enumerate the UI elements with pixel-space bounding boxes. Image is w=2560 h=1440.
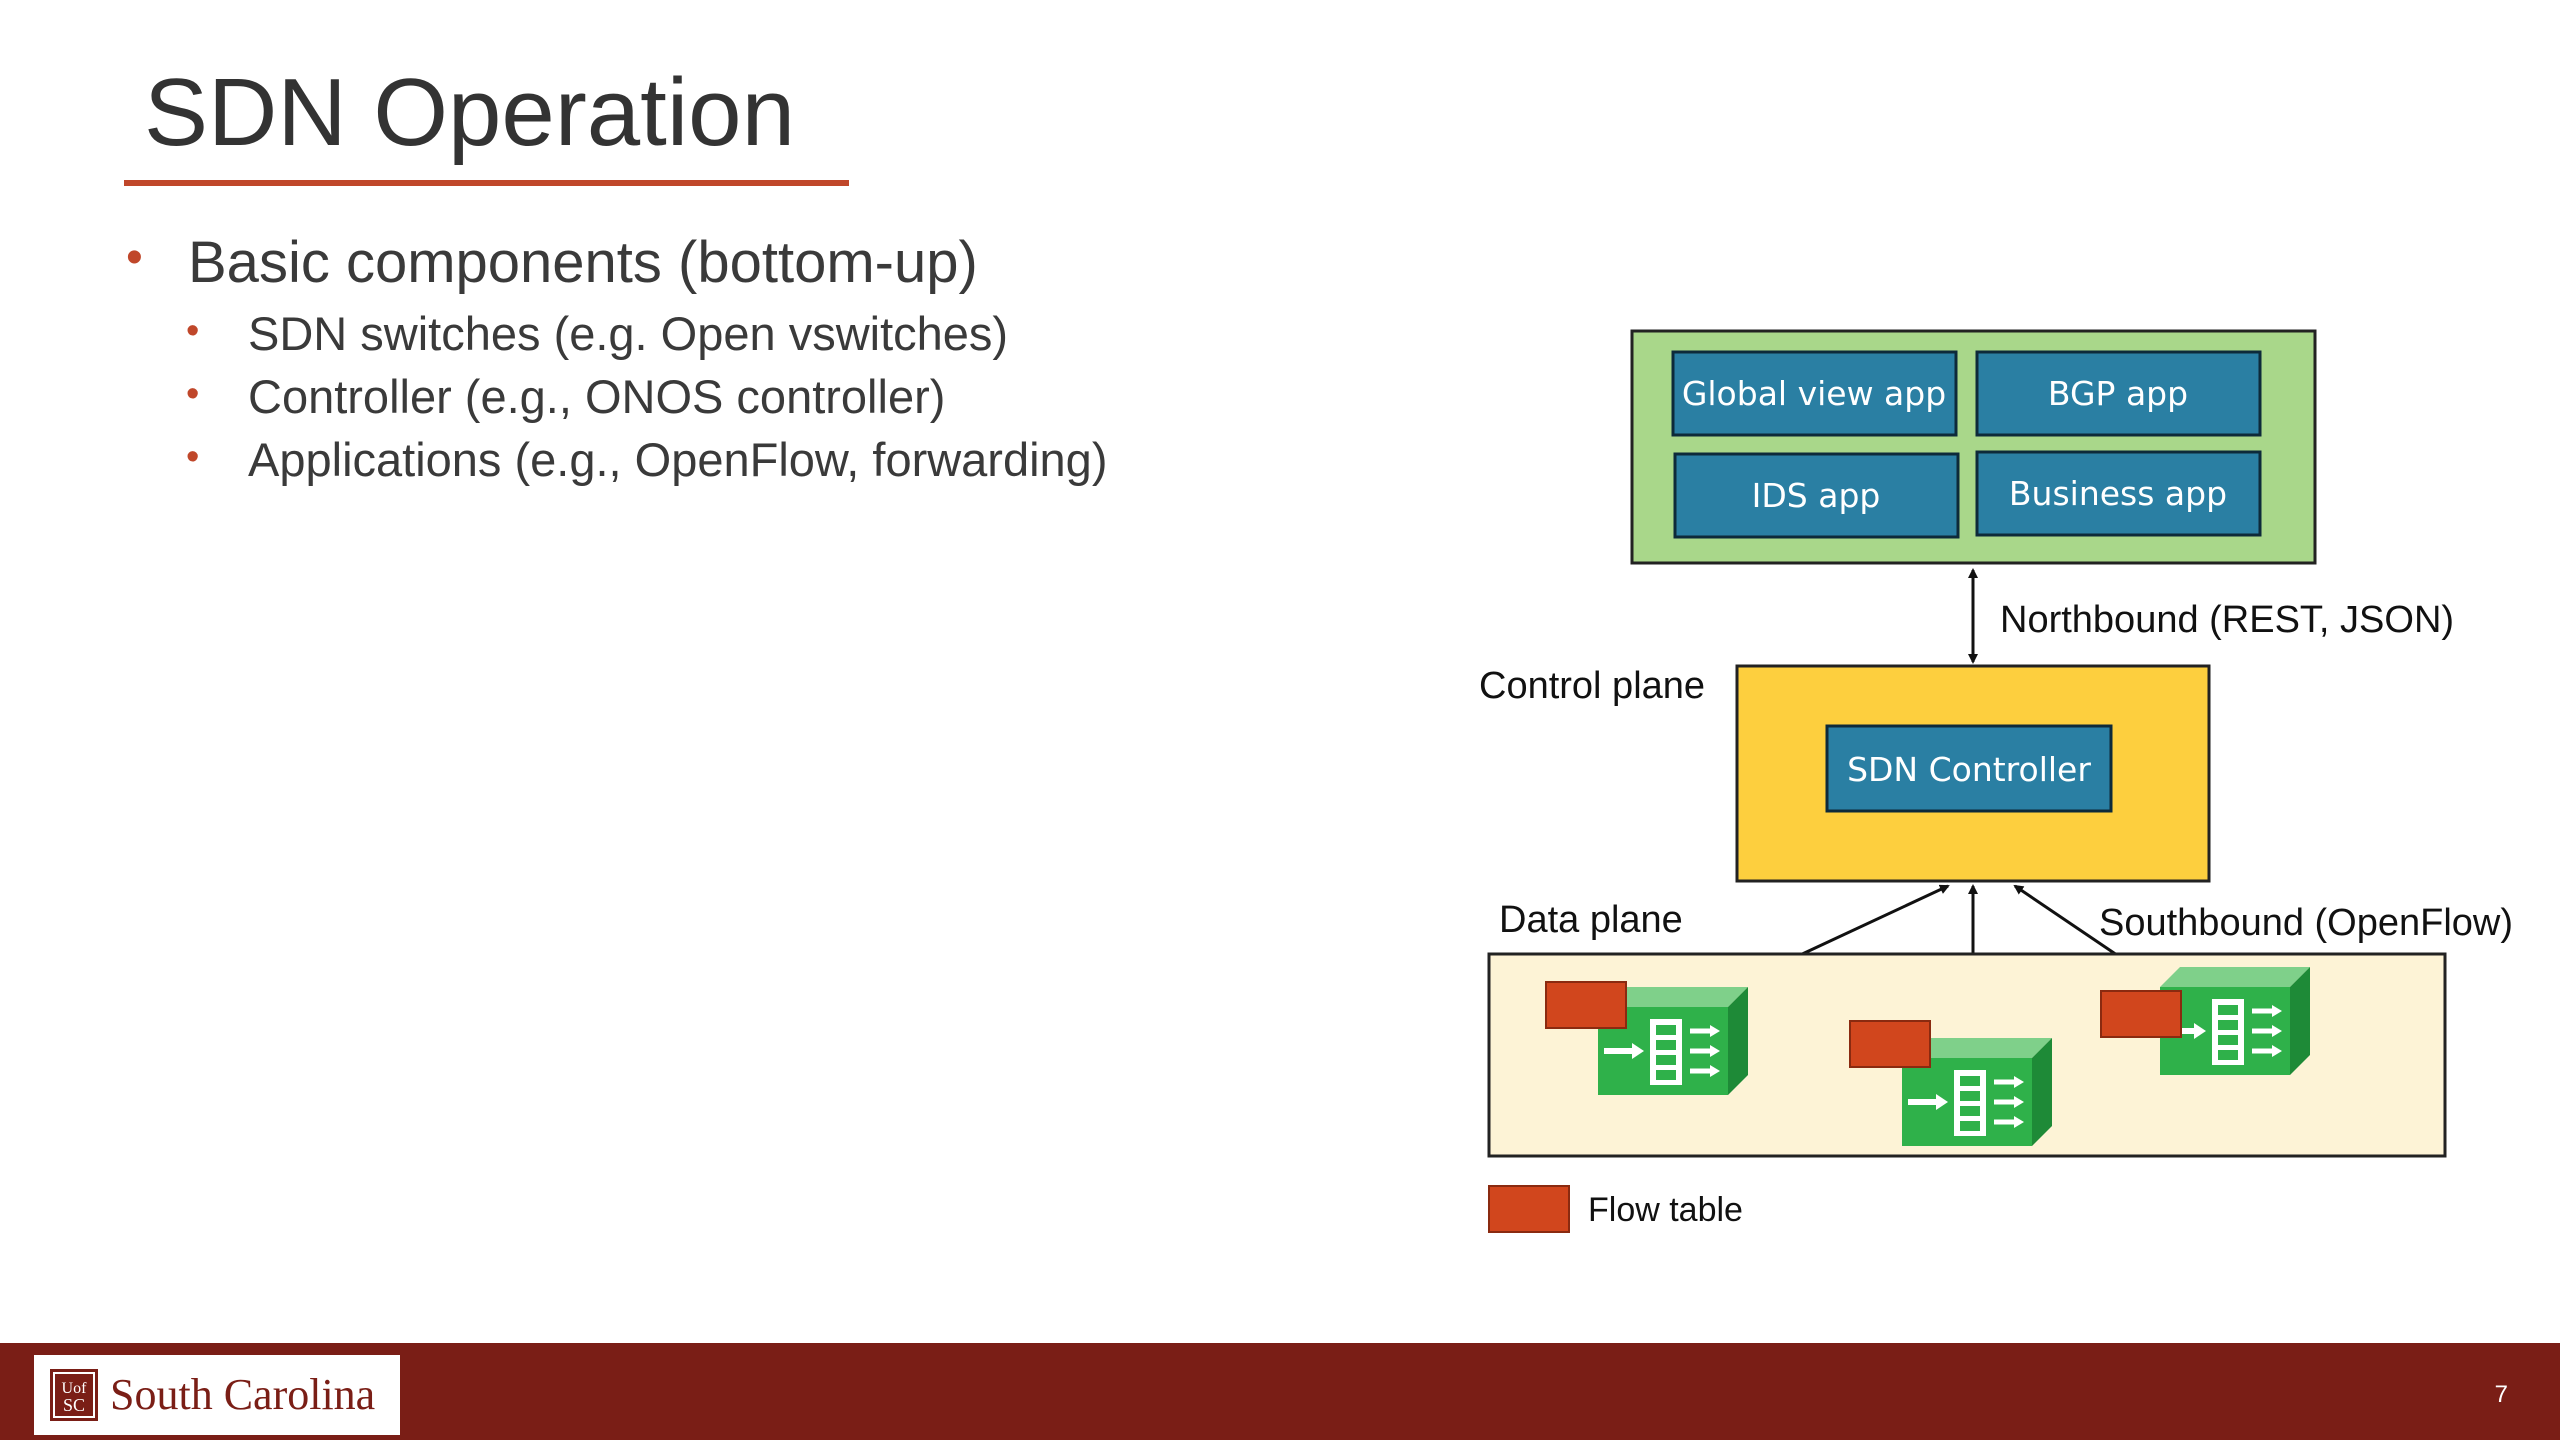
bullet-text: Basic components (bottom-up) bbox=[188, 230, 978, 295]
sdn-architecture-diagram: Global view app BGP app IDS app Business… bbox=[1479, 329, 2513, 1233]
flow-table-icon bbox=[1849, 1020, 1931, 1068]
app-label: BGP app bbox=[2048, 374, 2188, 413]
sdn-switch-2 bbox=[1849, 1020, 2052, 1146]
app-label: IDS app bbox=[1752, 476, 1881, 515]
app-label: Global view app bbox=[1682, 374, 1946, 413]
sub-bullet-applications: • Applications (e.g., OpenFlow, forwardi… bbox=[186, 433, 1108, 486]
university-logo[interactable]: Uof SC South Carolina bbox=[34, 1355, 400, 1435]
bullet-dot-icon: • bbox=[186, 436, 200, 478]
sdn-switch-3 bbox=[2100, 967, 2310, 1075]
legend-flow-table-swatch bbox=[1488, 1185, 1570, 1233]
footer-bar: Uof SC South Carolina 7 bbox=[0, 1343, 2560, 1440]
northbound-label: Northbound (REST, JSON) bbox=[2000, 599, 2454, 641]
logo-text: South Carolina bbox=[110, 1370, 376, 1419]
uofsc-seal-icon: Uof SC bbox=[50, 1369, 98, 1421]
title-underline bbox=[124, 180, 849, 186]
svg-text:SC: SC bbox=[63, 1395, 85, 1415]
sdn-switch-1 bbox=[1545, 981, 1748, 1095]
page-number: 7 bbox=[2494, 1381, 2508, 1408]
bullet-basic-components: • Basic components (bottom-up) bbox=[126, 234, 978, 292]
bullet-dot-icon: • bbox=[186, 373, 200, 415]
flow-table-icon bbox=[2100, 990, 2182, 1038]
sub-bullet-controller: • Controller (e.g., ONOS controller) bbox=[186, 370, 946, 423]
app-box-business: Business app bbox=[1975, 450, 2262, 537]
sub-bullet-switches: • SDN switches (e.g. Open vswitches) bbox=[186, 307, 1009, 360]
flow-table-icon bbox=[1545, 981, 1627, 1029]
legend-flow-table-label: Flow table bbox=[1588, 1191, 1743, 1229]
app-box-ids: IDS app bbox=[1673, 452, 1960, 539]
sdn-controller-box: SDN Controller bbox=[1825, 724, 2113, 813]
controller-label: SDN Controller bbox=[1847, 750, 2091, 789]
southbound-label: Southbound (OpenFlow) bbox=[2099, 902, 2513, 944]
sub-bullet-text: SDN switches (e.g. Open vswitches) bbox=[248, 307, 1009, 360]
sub-bullet-text: Controller (e.g., ONOS controller) bbox=[248, 370, 946, 423]
switch-icon bbox=[2160, 967, 2310, 1075]
bullet-dot-icon: • bbox=[126, 231, 143, 284]
app-box-global-view: Global view app bbox=[1671, 350, 1958, 437]
data-plane-label: Data plane bbox=[1499, 899, 1683, 941]
app-box-bgp: BGP app bbox=[1975, 350, 2262, 437]
control-plane-label: Control plane bbox=[1479, 665, 1705, 707]
sub-bullet-text: Applications (e.g., OpenFlow, forwarding… bbox=[248, 433, 1108, 486]
app-label: Business app bbox=[2009, 474, 2227, 513]
slide-title: SDN Operation bbox=[144, 59, 795, 166]
bullet-dot-icon: • bbox=[186, 310, 200, 352]
svg-text:Uof: Uof bbox=[62, 1380, 88, 1397]
